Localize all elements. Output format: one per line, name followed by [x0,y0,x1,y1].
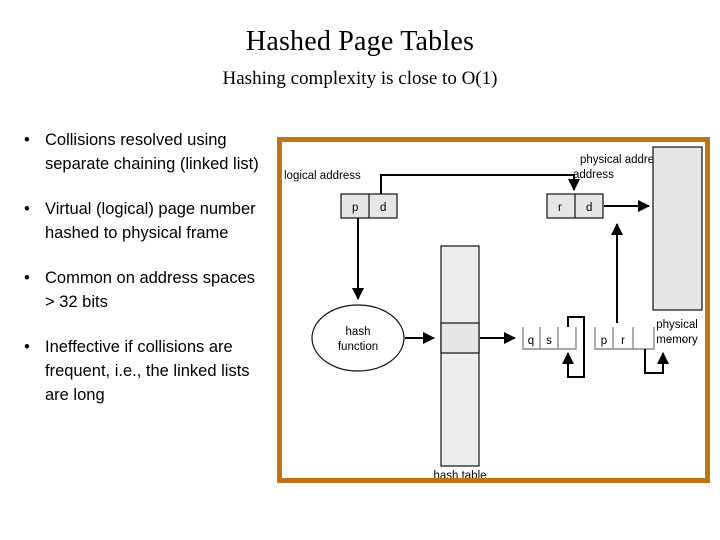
offset-carry-connector [380,174,580,194]
physical-address-label-line2: address [573,169,614,181]
physical-address-label-line1: physical address [580,154,666,166]
chain-ellipsis-label: · · · [668,335,686,347]
bullet-marker-icon: • [24,200,30,218]
list-item-text: Collisions resolved using separate chain… [45,131,259,173]
chain-node-2-outline [594,327,655,350]
bullet-marker-icon: • [24,131,30,149]
logical-address-label: logical address [284,170,361,182]
diagram-canvas: logical address p d hash function hash t… [282,142,705,478]
chain-node-2-field-p: p [601,335,607,347]
bullet-marker-icon: • [24,269,30,287]
page-title: Hashed Page Tables [245,26,475,57]
list-item-text: Common on address spaces > 32 bits [45,269,256,311]
physical-address-field-d: d [586,202,592,214]
hash-table-label: hash table [433,470,486,478]
logical-address-field-d: d [380,202,386,214]
bullet-list: • Collisions resolved using separate cha… [22,128,267,407]
chain-node-1-field-q: q [528,335,534,347]
chain-node-1-field-s: s [546,335,552,347]
physical-memory-label-line1: physical [656,319,698,331]
hash-function-label-line1: hash [346,326,371,338]
chain-node-2-field-r: r [621,335,625,347]
list-item: • Collisions resolved using separate cha… [22,128,267,176]
chain-node-1-next-pointer [562,316,585,378]
chain-node-2-next-pointer [644,349,669,374]
list-item: • Virtual (logical) page number hashed t… [22,197,267,245]
list-item: • Ineffective if collisions are frequent… [22,335,267,407]
hashed-page-table-diagram: logical address p d hash function hash t… [277,137,710,483]
hash-table-column [440,245,480,467]
physical-memory-column [652,146,703,311]
hash-function-label-line2: function [338,341,378,353]
hash-table-selected-cell [440,322,480,354]
list-item-text: Virtual (logical) page number hashed to … [45,200,256,242]
chain-node-1-outline [522,327,577,350]
list-item-text: Ineffective if collisions are frequent, … [45,338,250,404]
bullet-marker-icon: • [24,338,30,356]
page-subtitle: Hashing complexity is close to O(1) [222,68,498,89]
logical-address-field-p: p [352,202,358,214]
physical-memory-label-line2: memory [656,334,698,346]
hash-function-ellipse [311,304,405,372]
physical-address-field-r: r [558,202,562,214]
list-item: • Common on address spaces > 32 bits [22,266,267,314]
